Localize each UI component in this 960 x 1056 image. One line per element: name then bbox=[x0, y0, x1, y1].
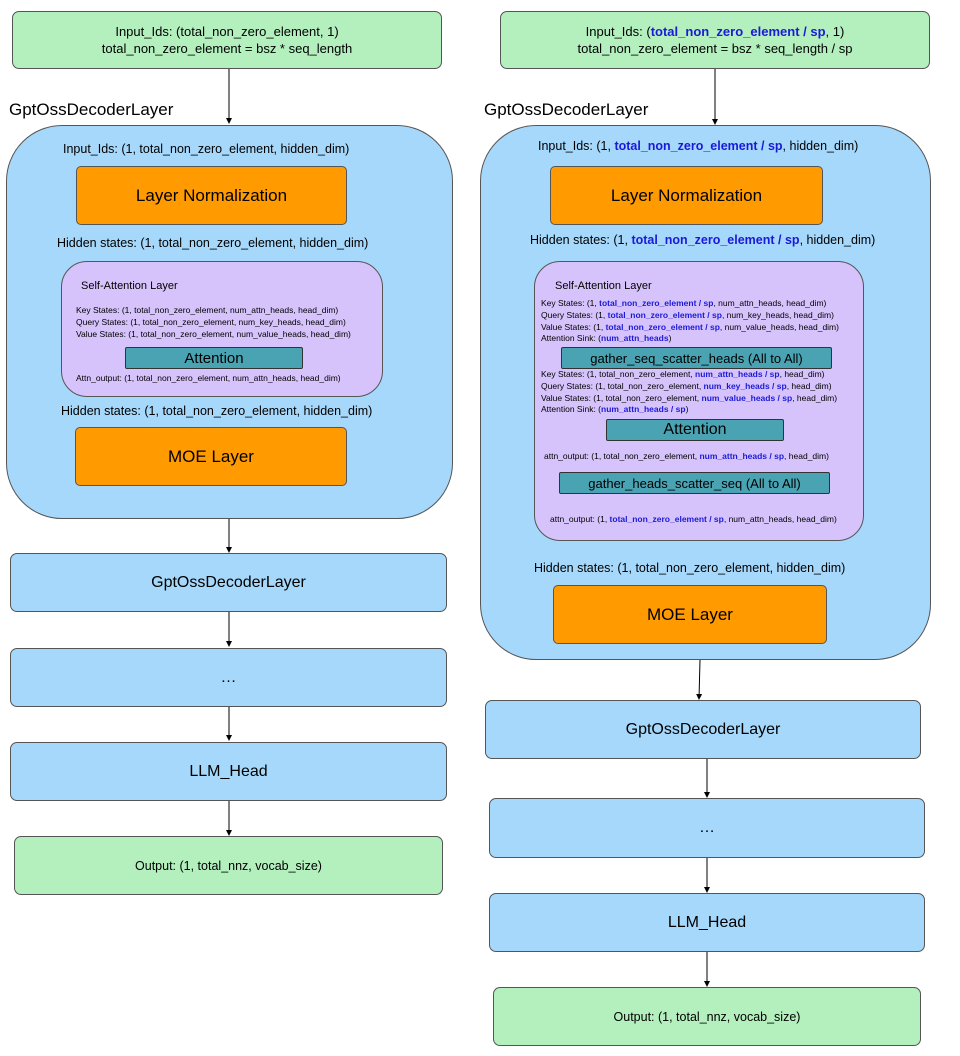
left-hidden-states-1: Hidden states: (1, total_non_zero_elemen… bbox=[57, 236, 369, 250]
left-input-line2: total_non_zero_element = bsz * seq_lengt… bbox=[101, 41, 353, 56]
right-query-states-2: Query States: (1, total_non_zero_element… bbox=[541, 380, 832, 391]
left-self-attention-title: Self-Attention Layer bbox=[81, 280, 178, 292]
left-qkv-states: Key States: (1, total_non_zero_element, … bbox=[76, 305, 351, 340]
left-layer-normalization: Layer Normalization bbox=[76, 166, 347, 225]
left-hidden-states-2: Hidden states: (1, total_non_zero_elemen… bbox=[61, 404, 373, 418]
right-attention-block: Attention bbox=[606, 419, 784, 441]
left-decoder-title: GptOssDecoderLayer bbox=[9, 100, 174, 119]
left-key-states: Key States: (1, total_non_zero_element, … bbox=[76, 305, 339, 315]
right-hidden-states-2: Hidden states: (1, total_non_zero_elemen… bbox=[534, 561, 846, 575]
right-input-box: Input_Ids: (total_non_zero_element / sp,… bbox=[500, 11, 930, 69]
right-attention-sink-2: Attention Sink: (num_attn_heads / sp) bbox=[541, 404, 689, 415]
right-key-states-2: Key States: (1, total_non_zero_element, … bbox=[541, 369, 825, 379]
right-query-states-1: Query States: (1, total_non_zero_element… bbox=[541, 309, 834, 320]
right-llm-head: LLM_Head bbox=[489, 893, 925, 952]
right-value-states-1: Value States: (1, total_non_zero_element… bbox=[541, 321, 839, 332]
right-moe-layer: MOE Layer bbox=[553, 585, 827, 644]
left-input-line1: Input_Ids: (total_non_zero_element, 1) bbox=[115, 24, 339, 39]
right-attention-sink-1: Attention Sink: (num_attn_heads) bbox=[541, 333, 672, 344]
left-query-states: Query States: (1, total_non_zero_element… bbox=[76, 316, 346, 327]
left-output-box: Output: (1, total_nnz, vocab_size) bbox=[14, 836, 443, 895]
right-input-line1: Input_Ids: (total_non_zero_element / sp,… bbox=[585, 24, 845, 39]
right-qkv-states-sharded-heads: Key States: (1, total_non_zero_element, … bbox=[541, 369, 837, 416]
left-attention-block: Attention bbox=[125, 347, 303, 369]
left-self-attention-layer bbox=[61, 261, 383, 397]
right-decoder-layer-2: GptOssDecoderLayer bbox=[485, 700, 921, 759]
right-key-states-1: Key States: (1, total_non_zero_element /… bbox=[541, 298, 827, 308]
right-decoder-title: GptOssDecoderLayer bbox=[484, 100, 649, 119]
right-layer-input-shape: Input_Ids: (1, total_non_zero_element / … bbox=[538, 139, 859, 153]
right-layer-normalization: Layer Normalization bbox=[550, 166, 823, 225]
left-attn-output: Attn_output: (1, total_non_zero_element,… bbox=[76, 373, 341, 383]
right-ellipsis-box: … bbox=[489, 798, 925, 858]
right-input-line2: total_non_zero_element = bsz * seq_lengt… bbox=[577, 41, 853, 56]
right-output-box: Output: (1, total_nnz, vocab_size) bbox=[493, 987, 921, 1046]
right-gather-heads-scatter-seq: gather_heads_scatter_seq (All to All) bbox=[559, 472, 830, 494]
left-value-states: Value States: (1, total_non_zero_element… bbox=[76, 328, 351, 339]
right-self-attention-title: Self-Attention Layer bbox=[555, 280, 652, 292]
right-value-states-2: Value States: (1, total_non_zero_element… bbox=[541, 392, 838, 403]
right-self-attention-layer bbox=[534, 261, 864, 541]
left-moe-layer: MOE Layer bbox=[75, 427, 347, 486]
right-hidden-states-1: Hidden states: (1, total_non_zero_elemen… bbox=[530, 233, 876, 247]
left-layer-input-shape: Input_Ids: (1, total_non_zero_element, h… bbox=[63, 142, 350, 156]
arrow-right-layer-to-decoder bbox=[696, 659, 703, 700]
right-gather-seq-scatter-heads: gather_seq_scatter_heads (All to All) bbox=[561, 347, 832, 369]
right-attn-output-1: attn_output: (1, total_non_zero_element,… bbox=[544, 451, 829, 461]
left-decoder-layer-2: GptOssDecoderLayer bbox=[10, 553, 447, 612]
right-attn-output-2: attn_output: (1, total_non_zero_element … bbox=[550, 514, 837, 524]
right-qkv-states-sharded-seq: Key States: (1, total_non_zero_element /… bbox=[541, 298, 839, 345]
left-llm-head: LLM_Head bbox=[10, 742, 447, 801]
left-input-box: Input_Ids: (total_non_zero_element, 1) t… bbox=[12, 11, 442, 69]
left-ellipsis-box: … bbox=[10, 648, 447, 707]
